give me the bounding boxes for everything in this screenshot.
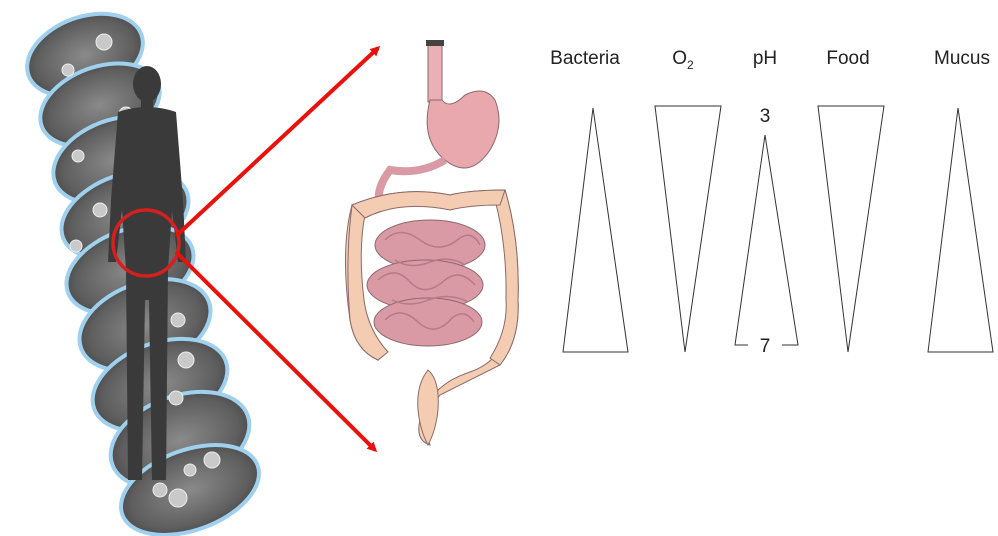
label-food: Food <box>826 48 869 69</box>
ph-gradient-triangle <box>735 135 798 345</box>
gradient-labels: Bacteria O2 pH Food Mucus <box>550 48 990 72</box>
food-gradient-triangle <box>818 106 884 352</box>
o2-gradient-triangle <box>655 106 721 352</box>
label-bacteria: Bacteria <box>550 48 620 69</box>
arrow-up <box>176 48 378 236</box>
label-o2: O2 <box>672 48 694 72</box>
mucus-gradient-triangle <box>928 108 993 352</box>
gradient-triangles <box>563 106 993 352</box>
digestive-tract-icon <box>345 40 518 445</box>
bacteria-gradient-triangle <box>563 108 628 352</box>
label-mucus: Mucus <box>934 48 990 69</box>
ph-top-value: 3 <box>760 106 771 127</box>
label-ph: pH <box>753 48 777 69</box>
ph-bottom-value: 7 <box>760 336 771 357</box>
